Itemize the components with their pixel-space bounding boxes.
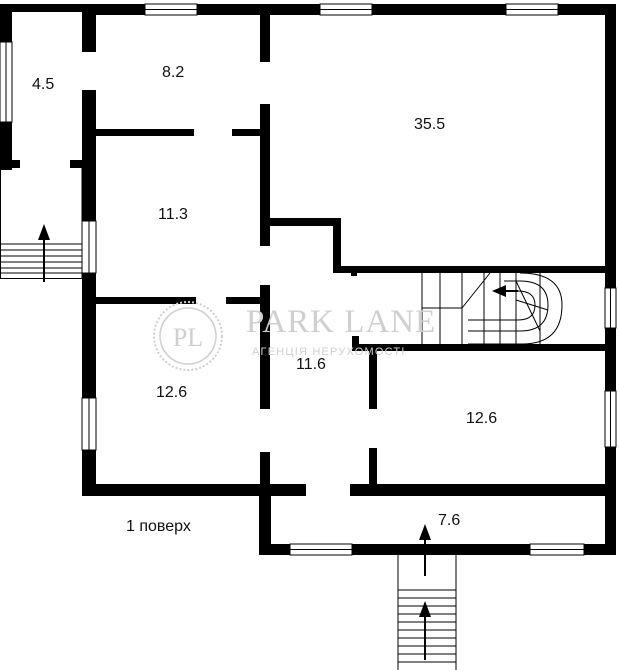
room-area-vestibule: 4.5 — [32, 76, 55, 93]
wall-left-mid — [82, 90, 96, 494]
wall-int-v-2 — [260, 104, 270, 246]
wall-stair-bottom-tick — [352, 336, 359, 351]
wall-stair-bottom — [352, 344, 616, 351]
room-area-left-mid: 11.3 — [158, 206, 188, 223]
floor-label: 1 поверх — [126, 518, 191, 535]
wall-stair-tick — [351, 266, 357, 276]
watermark-brand: PARK LANE — [246, 304, 437, 340]
wall-step-h2 — [333, 266, 616, 273]
room-area-living: 35.5 — [414, 116, 446, 133]
wall-int-h-2a — [96, 297, 196, 304]
wall-vestibule-bottom-b — [70, 160, 96, 168]
wall-int-v-4 — [260, 452, 270, 496]
wall-corridor-v-1 — [369, 351, 377, 409]
wall-right — [605, 4, 616, 555]
wall-vestibule-bottom-a — [0, 160, 20, 168]
arrow-entrance — [419, 524, 431, 576]
windows — [0, 3, 617, 556]
wall-step-h — [260, 218, 340, 226]
wall-vestibule-top — [0, 4, 96, 12]
wall-int-v-1 — [260, 12, 270, 62]
arrow-bottom-stairs — [419, 601, 431, 660]
room-area-right-bottom: 12.6 — [466, 410, 498, 427]
wall-corridor-v-2 — [369, 448, 377, 486]
room-area-entrance: 7.6 — [438, 512, 461, 529]
wall-left-upper — [82, 4, 96, 52]
interior-staircase — [421, 272, 563, 345]
room-area-corridor: 11.6 — [296, 356, 326, 373]
wall-int-h-2b — [226, 297, 270, 304]
wall-entrance-left — [259, 488, 271, 555]
wall-bottom-left — [82, 484, 306, 496]
arrow-left-porch — [38, 224, 50, 282]
wall-entrance-bottom — [259, 544, 616, 555]
stairs-left-porch — [0, 168, 83, 279]
wall-int-h-1b — [232, 129, 270, 136]
walls — [0, 4, 616, 555]
watermark-monogram: PL — [173, 323, 203, 352]
room-area-hall-top: 8.2 — [162, 64, 185, 81]
room-area-left-bottom: 12.6 — [156, 384, 188, 401]
wall-int-v-3 — [260, 285, 270, 409]
wall-step-v — [333, 218, 341, 272]
arrow-staircase — [492, 285, 518, 297]
watermark-tagline: АГЕНЦІЯ НЕРУХОМОСТІ — [252, 346, 406, 358]
watermark-logo-icon: PL — [153, 301, 223, 371]
wall-int-h-1a — [96, 129, 194, 136]
wall-bottom-right — [350, 484, 616, 496]
